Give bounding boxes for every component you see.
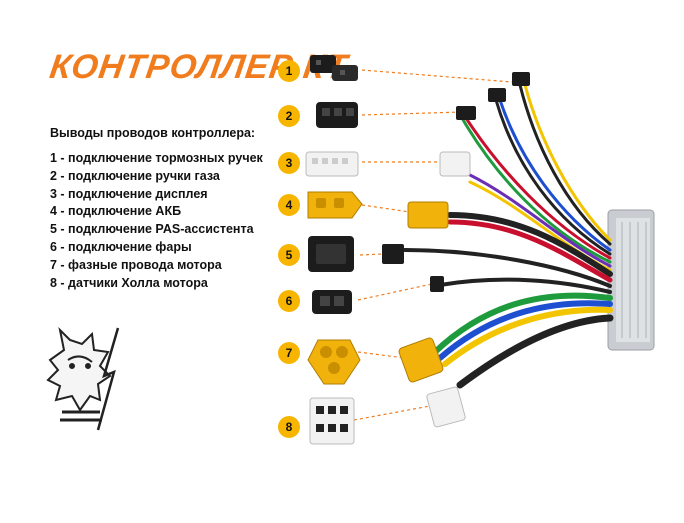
connector-throttle	[316, 102, 358, 128]
legend-item: 3 - подключение дисплея	[50, 186, 208, 201]
legend-heading: Выводы проводов контроллера:	[50, 126, 256, 140]
connector-headlight	[312, 290, 352, 314]
legend-item: 2 - подключение ручки газа	[50, 168, 220, 183]
legend-item: 1 - подключение тормозных ручек	[50, 151, 263, 165]
badge-2: 2	[278, 105, 300, 127]
badge-6: 6	[278, 290, 300, 312]
badge-4: 4	[278, 194, 300, 216]
legend-item: 5 - подключение PAS-ассистента	[50, 222, 254, 237]
legend-item: 8 - датчики Холла мотора	[50, 275, 208, 290]
connector-phase	[307, 339, 361, 385]
badge-1: 1	[278, 60, 300, 82]
legend-item: 7 - фазные провода мотора	[50, 257, 222, 272]
badge-7: 7	[278, 342, 300, 364]
connector-brake	[310, 55, 358, 81]
legend-item: 6 - подключение фары	[50, 239, 192, 254]
wire-bundle	[403, 83, 614, 389]
badge-8: 8	[278, 416, 300, 438]
controller-body	[607, 209, 655, 351]
badge-5: 5	[278, 244, 300, 266]
connector-pas	[308, 236, 354, 272]
connector-battery	[307, 191, 363, 219]
badge-3: 3	[278, 152, 300, 174]
bear-logo-icon	[46, 326, 120, 431]
legend-list: 1 - подключение тормозных ручек 2 - подк…	[50, 150, 263, 292]
harness-connectors	[382, 72, 530, 428]
leader-lines	[353, 69, 513, 421]
legend-item: 4 - подключение АКБ	[50, 204, 182, 219]
connector-display	[305, 151, 359, 177]
connector-hall	[309, 397, 355, 445]
